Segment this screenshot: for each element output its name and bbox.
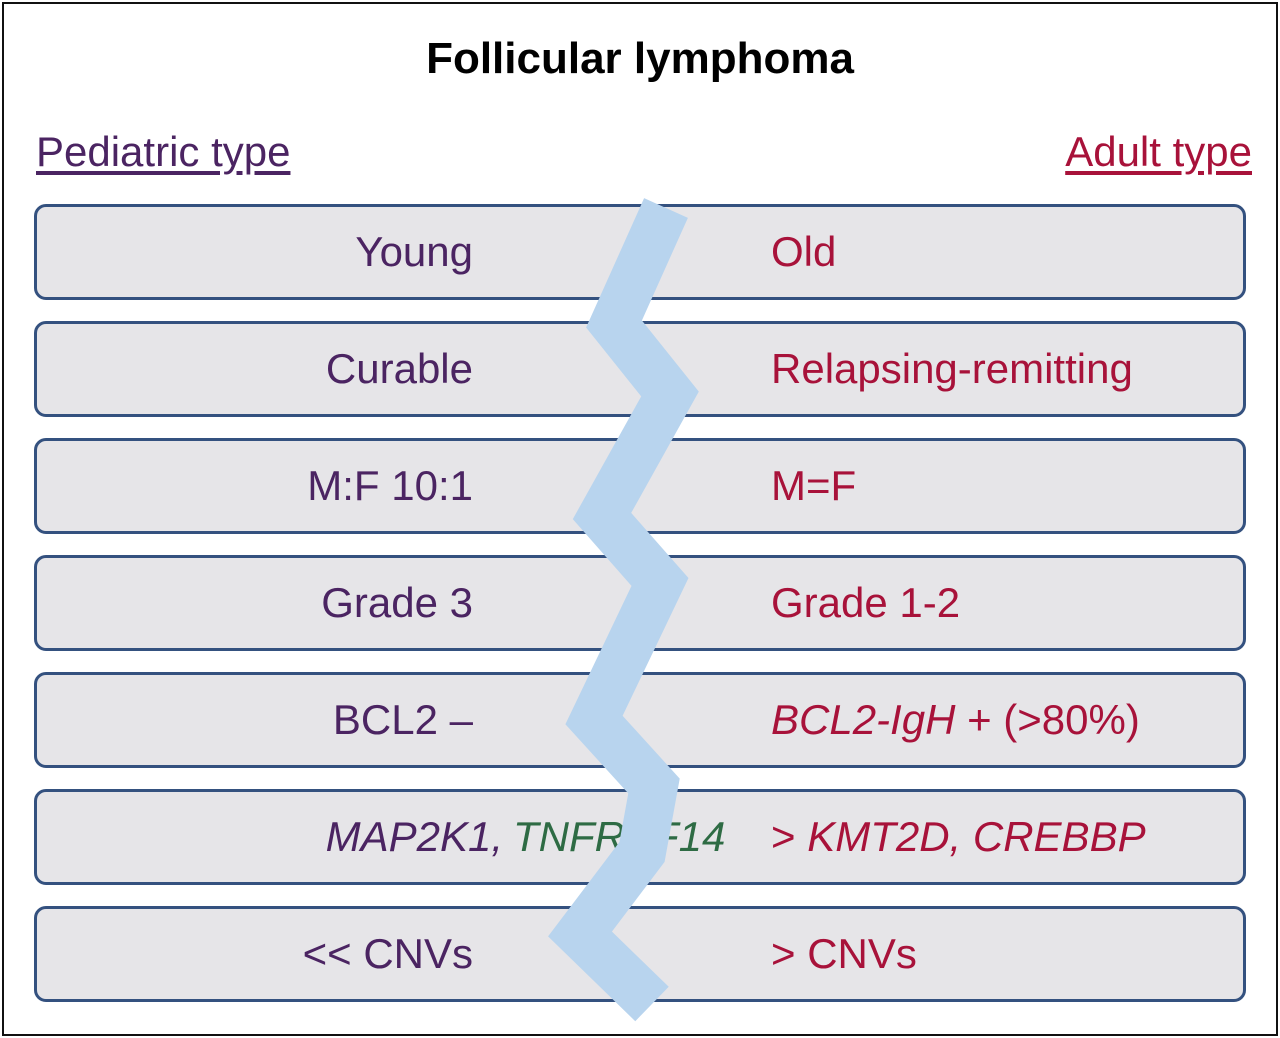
row-course: Curable Relapsing-remitting <box>34 321 1246 417</box>
row-grade: Grade 3 Grade 1-2 <box>34 555 1246 651</box>
pediatric-bcl2: BCL2 – <box>332 696 473 743</box>
adult-type-header: Adult type <box>1065 128 1252 175</box>
bcl2-igh-frequency: + (>80%) <box>955 696 1140 743</box>
pediatric-age: Young <box>355 228 473 275</box>
row-age: Young Old <box>34 204 1246 300</box>
adult-grade: Grade 1-2 <box>771 579 961 626</box>
row-cnv: << CNVs > CNVs <box>34 906 1246 1002</box>
adult-mutations: > KMT2D, CREBBP <box>771 792 1146 882</box>
adult-course: Relapsing-remitting <box>771 345 1133 392</box>
adult-mutations-prefix: > <box>771 813 808 860</box>
shared-mutation-tnfrsf14: TNFRSF14 <box>513 813 726 860</box>
row-sex-ratio: M:F 10:1 M=F <box>34 438 1246 534</box>
pediatric-cnv: << CNVs <box>302 930 473 977</box>
adult-age: Old <box>771 228 837 275</box>
pediatric-grade: Grade 3 <box>321 579 473 626</box>
adult-cnv: > CNVs <box>771 930 917 977</box>
pediatric-sex-ratio: M:F 10:1 <box>307 462 473 509</box>
diagram-title: Follicular lymphoma <box>426 34 854 83</box>
pediatric-course: Curable <box>325 345 473 392</box>
pediatric-mutation-map2k1: MAP2K1, <box>325 813 503 860</box>
pediatric-type-header: Pediatric type <box>36 128 291 175</box>
adult-sex-ratio: M=F <box>771 462 857 509</box>
row-bcl2: BCL2 – BCL2-IgH + (>80%) <box>34 672 1246 768</box>
adult-bcl2: BCL2-IgH + (>80%) <box>771 675 1140 765</box>
row-mutations: MAP2K1, TNFRSF14 > KMT2D, CREBBP <box>34 789 1246 885</box>
adult-mutation-genes: KMT2D, CREBBP <box>807 813 1146 860</box>
bcl2-igh-gene: BCL2-IgH <box>771 696 956 743</box>
